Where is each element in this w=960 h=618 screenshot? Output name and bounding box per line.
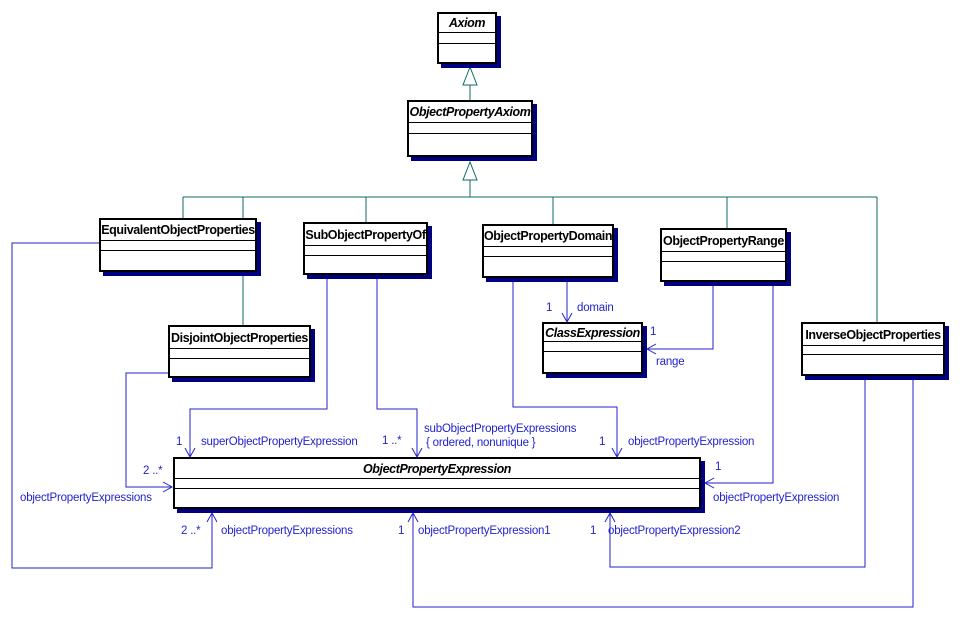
class-name: EquivalentObjectProperties: [101, 220, 255, 241]
role-label-objectpropertyexpression-range: objectPropertyExpression: [713, 492, 840, 504]
class-box-subobjectpropertyof[interactable]: SubObjectPropertyOf: [303, 222, 428, 275]
role-label-range: range: [656, 356, 685, 368]
class-box-inverseobjectproperties[interactable]: InverseObjectProperties: [801, 322, 945, 376]
class-box-axiom[interactable]: Axiom: [437, 12, 497, 64]
open-arrow-left-icon: [645, 343, 657, 355]
edge-subobjectpropertyexpressions[interactable]: [376, 279, 423, 459]
multiplicity-label: 1 ..*: [382, 435, 402, 447]
role-label-superobjectpropertyexpression: superObjectPropertyExpression: [201, 436, 358, 448]
class-name: ClassExpression: [544, 324, 641, 342]
class-box-objectpropertyrange[interactable]: ObjectPropertyRange: [660, 228, 787, 282]
multiplicity-label: 1: [715, 461, 722, 473]
multiplicity-label: 2 ..*: [181, 525, 201, 537]
edge-range[interactable]: [645, 282, 714, 355]
generalization-triangle-icon: [462, 65, 478, 86]
attributes-compartment: [170, 349, 309, 359]
role-label-objectpropertyexpression1: objectPropertyExpression1: [418, 525, 551, 537]
attributes-compartment: [175, 479, 699, 489]
role-label-objectpropertyexpression2: objectPropertyExpression2: [608, 525, 741, 537]
edge-disjoint-objectpropertyexpressions[interactable]: [125, 372, 174, 493]
attributes-compartment: [409, 123, 531, 134]
open-arrow-right-icon: [162, 481, 174, 493]
attributes-compartment: [803, 346, 943, 355]
attributes-compartment: [305, 246, 426, 256]
edge-domain[interactable]: [561, 278, 573, 324]
open-arrow-up-icon: [407, 511, 419, 523]
attributes-compartment: [101, 241, 255, 251]
role-label-objectpropertyexpressions-disjoint: objectPropertyExpressions: [20, 492, 152, 504]
multiplicity-label: 1: [398, 525, 405, 537]
class-box-disjointobjectproperties[interactable]: DisjointObjectProperties: [168, 325, 311, 378]
constraint-label-ordered-nonunique: { ordered, nonunique }: [426, 437, 536, 449]
multiplicity-label: 1: [599, 436, 606, 448]
class-name: Axiom: [439, 14, 495, 33]
class-box-equivalentobjectproperties[interactable]: EquivalentObjectProperties: [99, 218, 257, 272]
role-label-domain: domain: [577, 302, 614, 314]
class-name: DisjointObjectProperties: [170, 327, 309, 349]
edge-range-objectpropertyexpression[interactable]: [703, 282, 774, 489]
class-box-objectpropertyaxiom[interactable]: ObjectPropertyAxiom: [407, 100, 533, 157]
multiplicity-label: 2 ..*: [143, 465, 163, 477]
open-arrow-up-icon: [206, 511, 218, 523]
multiplicity-label: 1: [590, 525, 597, 537]
class-name: SubObjectPropertyOf: [305, 224, 426, 246]
class-box-objectpropertyexpression[interactable]: ObjectPropertyExpression: [173, 457, 701, 509]
role-label-objectpropertyexpression-domain: objectPropertyExpression: [628, 436, 755, 448]
attributes-compartment: [662, 252, 785, 262]
generalization-objectpropertyaxiom-axiom[interactable]: [462, 65, 478, 100]
open-arrow-up-icon: [604, 511, 616, 523]
edge-equivalent-objectpropertyexpressions[interactable]: [11, 242, 218, 569]
attributes-compartment: [484, 247, 612, 257]
edge-objectpropertyexpression1[interactable]: [407, 380, 914, 608]
class-box-objectpropertydomain[interactable]: ObjectPropertyDomain: [482, 224, 614, 278]
multiplicity-label: 1: [650, 326, 657, 338]
class-box-classexpression[interactable]: ClassExpression: [542, 322, 643, 374]
attributes-compartment: [544, 342, 641, 352]
multiplicity-label: 1: [176, 436, 183, 448]
class-name: ObjectPropertyAxiom: [409, 102, 531, 123]
open-arrow-left-icon: [703, 477, 715, 489]
edge-objectpropertyexpression2[interactable]: [604, 380, 866, 568]
class-name: ObjectPropertyRange: [662, 230, 785, 252]
role-label-objectpropertyexpressions-equivalent: objectPropertyExpressions: [221, 525, 353, 537]
attributes-compartment: [439, 33, 495, 44]
class-name: ObjectPropertyExpression: [175, 459, 699, 479]
generalization-triangle-icon: [462, 160, 478, 181]
multiplicity-label: 1: [546, 302, 553, 314]
class-name: ObjectPropertyDomain: [484, 226, 612, 247]
role-label-subobjectpropertyexpressions: subObjectPropertyExpressions: [424, 423, 577, 435]
class-name: InverseObjectProperties: [803, 324, 943, 346]
